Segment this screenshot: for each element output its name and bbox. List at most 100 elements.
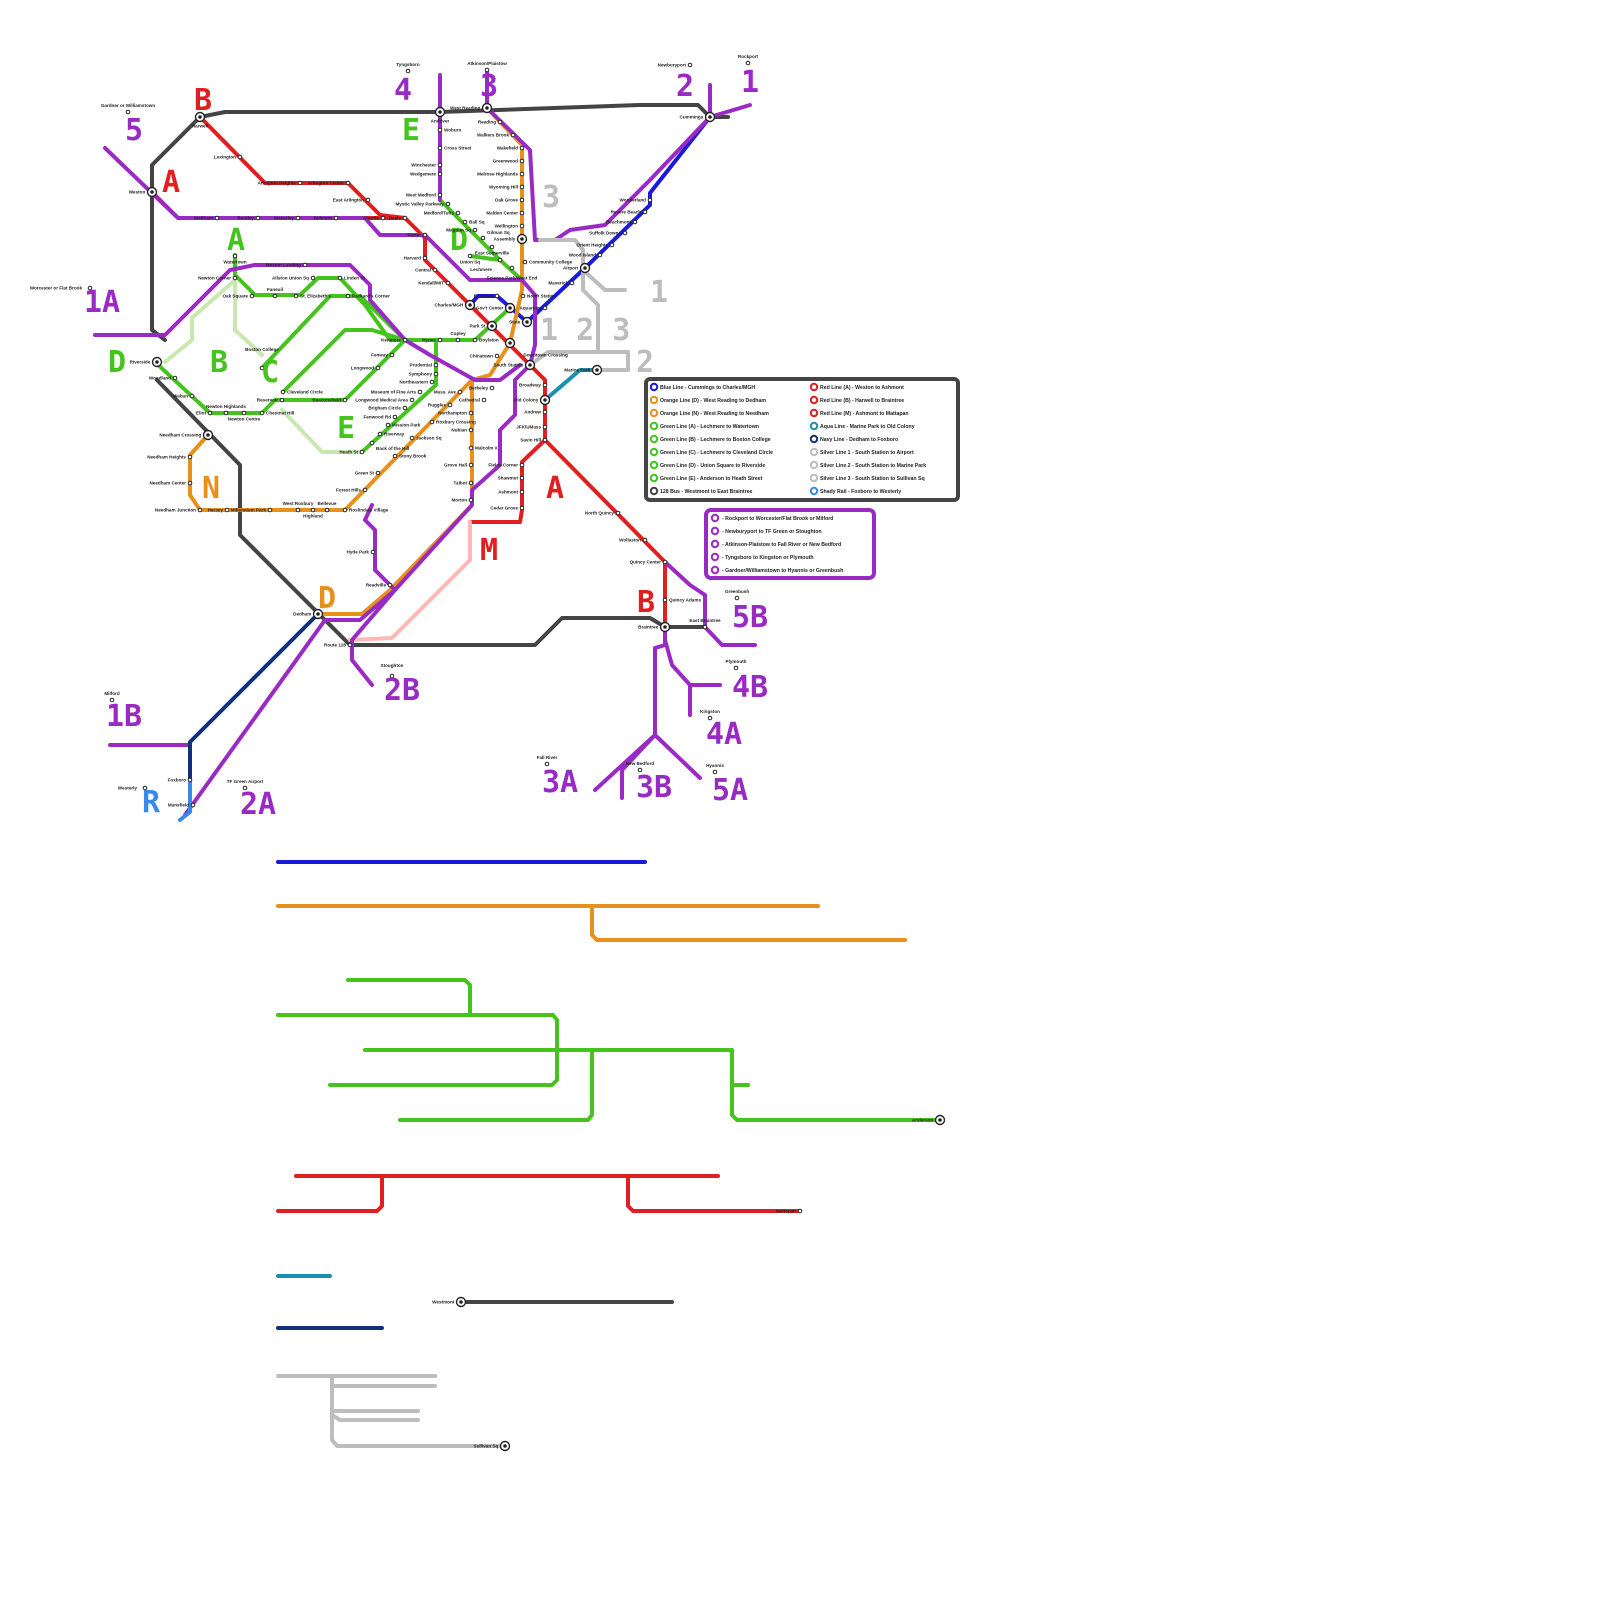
station[interactable] <box>433 371 439 377</box>
station[interactable] <box>934 1114 946 1126</box>
station[interactable] <box>187 454 193 460</box>
station[interactable] <box>472 227 478 233</box>
station[interactable] <box>380 215 386 221</box>
station[interactable] <box>481 102 493 114</box>
station[interactable] <box>504 302 516 314</box>
station[interactable] <box>712 769 718 775</box>
station[interactable] <box>405 68 411 74</box>
station[interactable] <box>429 379 435 385</box>
station[interactable] <box>797 1208 803 1214</box>
station[interactable] <box>345 293 351 299</box>
station[interactable] <box>417 389 423 395</box>
station[interactable] <box>342 507 348 513</box>
station[interactable] <box>504 337 516 349</box>
station[interactable] <box>151 356 163 368</box>
station[interactable] <box>480 235 486 241</box>
station[interactable] <box>347 642 353 648</box>
station[interactable] <box>172 375 178 381</box>
station[interactable] <box>464 299 476 311</box>
station[interactable] <box>389 352 395 358</box>
station[interactable] <box>409 435 415 441</box>
station[interactable] <box>432 267 438 273</box>
station[interactable] <box>242 785 248 791</box>
station[interactable] <box>662 559 668 565</box>
station[interactable] <box>622 230 628 236</box>
station[interactable] <box>519 505 525 511</box>
station[interactable] <box>519 475 525 481</box>
station[interactable] <box>642 537 648 543</box>
station[interactable] <box>402 215 408 221</box>
station[interactable] <box>489 385 495 391</box>
station[interactable] <box>385 422 391 428</box>
station[interactable] <box>437 192 443 198</box>
station[interactable] <box>422 255 428 261</box>
station[interactable] <box>259 410 265 416</box>
station[interactable] <box>232 275 238 281</box>
station[interactable] <box>468 462 474 468</box>
station[interactable] <box>468 497 474 503</box>
station[interactable] <box>468 445 474 451</box>
station[interactable] <box>337 275 343 281</box>
station[interactable] <box>437 145 443 151</box>
station[interactable] <box>445 280 451 286</box>
station[interactable] <box>259 365 265 371</box>
station[interactable] <box>609 242 615 248</box>
station[interactable] <box>519 462 525 468</box>
station[interactable] <box>202 429 214 441</box>
station[interactable] <box>510 132 516 138</box>
station[interactable] <box>484 67 490 73</box>
station[interactable] <box>146 186 158 198</box>
station[interactable] <box>494 293 500 299</box>
station[interactable] <box>365 197 371 203</box>
station[interactable] <box>520 293 526 299</box>
station[interactable] <box>519 210 525 216</box>
station[interactable] <box>542 409 548 415</box>
station[interactable] <box>342 397 348 403</box>
station[interactable] <box>402 405 408 411</box>
station[interactable] <box>468 410 474 416</box>
station[interactable] <box>642 209 648 215</box>
station[interactable] <box>637 767 643 773</box>
station[interactable] <box>392 453 398 459</box>
station[interactable] <box>455 210 461 216</box>
station[interactable] <box>224 507 230 513</box>
station[interactable] <box>223 410 229 416</box>
station[interactable] <box>494 353 500 359</box>
station[interactable] <box>214 215 220 221</box>
station[interactable] <box>499 1440 511 1452</box>
station[interactable] <box>345 180 351 186</box>
station[interactable] <box>489 244 495 250</box>
station[interactable] <box>745 60 751 66</box>
station[interactable] <box>733 665 739 671</box>
station[interactable] <box>369 440 375 446</box>
station[interactable] <box>472 337 478 343</box>
station[interactable] <box>310 507 316 513</box>
station[interactable] <box>497 119 503 125</box>
station[interactable] <box>241 410 247 416</box>
station[interactable] <box>232 253 238 259</box>
station[interactable] <box>457 389 463 395</box>
station[interactable] <box>359 449 365 455</box>
station[interactable] <box>279 397 285 403</box>
station[interactable] <box>237 154 243 160</box>
station[interactable] <box>189 393 195 399</box>
station[interactable] <box>409 397 415 403</box>
station[interactable] <box>293 293 299 299</box>
station[interactable] <box>509 265 515 271</box>
station[interactable] <box>312 608 324 620</box>
station[interactable] <box>295 507 301 513</box>
station[interactable] <box>519 158 525 164</box>
station[interactable] <box>632 219 638 225</box>
station[interactable] <box>662 597 668 603</box>
station[interactable] <box>519 223 525 229</box>
station[interactable] <box>437 337 443 343</box>
station[interactable] <box>437 127 443 133</box>
station[interactable] <box>142 785 148 791</box>
station[interactable] <box>125 109 131 115</box>
station[interactable] <box>295 215 301 221</box>
station[interactable] <box>659 621 671 633</box>
station[interactable] <box>519 489 525 495</box>
station[interactable] <box>375 365 381 371</box>
station[interactable] <box>544 761 550 767</box>
station[interactable] <box>207 410 213 416</box>
